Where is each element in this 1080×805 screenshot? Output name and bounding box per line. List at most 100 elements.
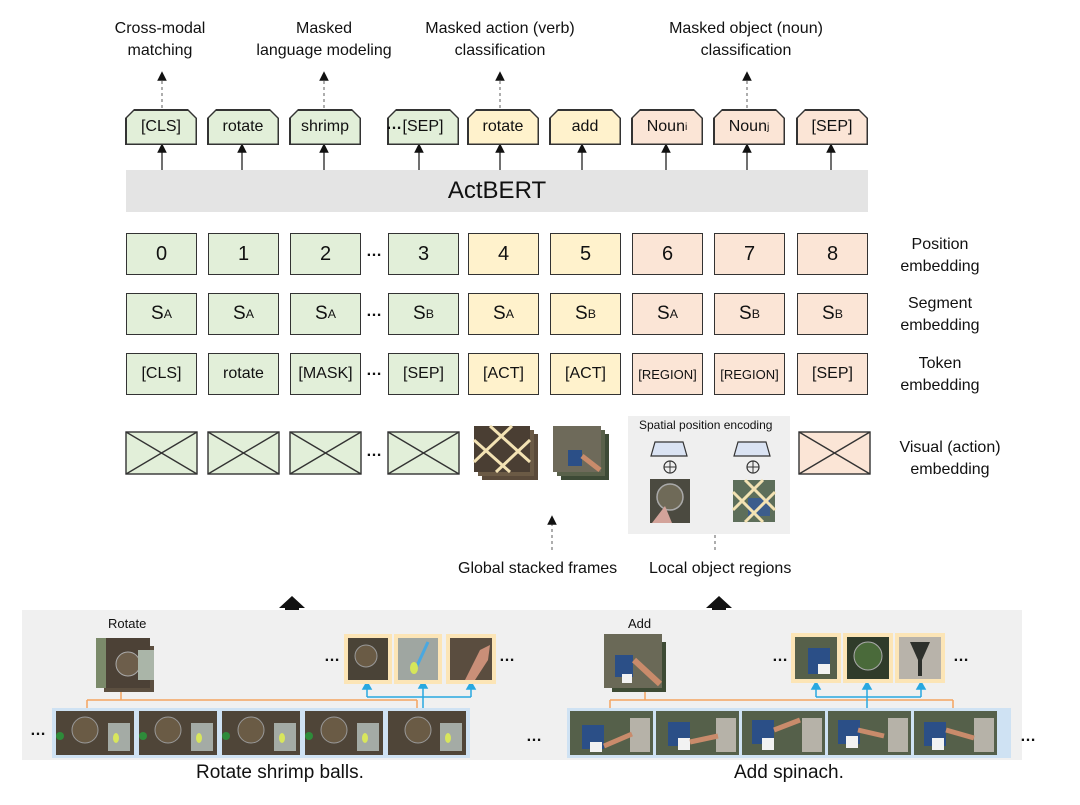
output-token-frame: shrimp [289, 109, 361, 145]
ellipsis: … [499, 648, 515, 665]
token-embedding-cell: [ACT] [550, 353, 621, 395]
token-embedding-cell: [SEP] [388, 353, 459, 395]
output-token-frame: rotate [207, 109, 279, 145]
clip-action-label-rotate: Rotate [108, 616, 147, 631]
frame-strip-left [52, 708, 470, 758]
ellipsis: … [772, 648, 788, 665]
output-token: shrimp [291, 111, 360, 144]
token-embedding-cell: [ACT] [468, 353, 539, 395]
visual-placeholder-box [798, 431, 871, 475]
ellipsis: … [953, 648, 969, 665]
position-embedding-cell: 7 [714, 233, 785, 275]
ellipsis: … [1020, 728, 1036, 745]
frame-strip-right [567, 708, 1011, 758]
global-stacked-frames-add [553, 426, 609, 480]
clip-action-label-add: Add [628, 616, 652, 631]
orange-bracket-left [86, 692, 418, 712]
position-embedding-cell: 6 [632, 233, 703, 275]
position-embedding-cell: 5 [550, 233, 621, 275]
model-name: ActBERT [447, 177, 547, 204]
ellipsis: … [366, 243, 382, 260]
position-embedding-cell: 1 [208, 233, 279, 275]
task-label-line2: classification [454, 42, 546, 59]
task-label-line1: Masked action (verb) [425, 20, 575, 37]
spatial-encoder-left [650, 441, 690, 523]
spatial-encoder-right [731, 441, 777, 524]
clip-caption-rotate: Rotate shrimp balls. [196, 762, 364, 783]
ellipsis: … [324, 648, 340, 665]
clip-caption-add: Add spinach. [734, 762, 844, 783]
task-masked-object-classification: Masked object (noun) classification [669, 18, 823, 62]
token-embedding-cell: rotate [208, 353, 279, 395]
ellipsis: … [30, 722, 46, 739]
output-token: add [551, 111, 620, 144]
token-embedding-cell: [MASK] [290, 353, 361, 395]
visual-placeholder-box [289, 431, 362, 475]
position-embedding-cell: 3 [388, 233, 459, 275]
region-thumbnails-left [344, 634, 496, 684]
task-label-line2: matching [127, 42, 193, 59]
output-token: rotate [209, 111, 278, 144]
global-stacked-frames-rotate [472, 424, 538, 480]
output-token-frame: rotate [467, 109, 539, 145]
ellipsis: … [386, 116, 402, 133]
local-object-regions-label: Local object regions [649, 560, 792, 577]
output-token: rotate [469, 111, 538, 144]
region-thumbnails-right [791, 633, 945, 683]
ellipsis: … [366, 303, 382, 320]
task-label-line1: Masked object (noun) [669, 20, 823, 37]
spatial-position-encoding-label: Spatial position encoding [639, 418, 773, 432]
token-embedding-cell: [SEP] [797, 353, 868, 395]
task-label-line2: classification [700, 42, 792, 59]
global-stacked-frames-label: Global stacked frames [458, 560, 618, 577]
ellipsis: … [366, 443, 382, 460]
blue-connector-right [810, 680, 927, 712]
stacked-frames-rotate-clip [96, 638, 154, 692]
actbert-model-bar: ActBERT [126, 170, 868, 212]
visual-embedding-label: Visual (action)embedding [899, 439, 1001, 478]
position-embedding-cell: 8 [797, 233, 868, 275]
position-embedding-cell: 4 [468, 233, 539, 275]
ellipsis: … [366, 362, 382, 379]
token-embedding-cell: [REGION] [632, 353, 703, 395]
stacked-frames-add-clip [604, 634, 666, 692]
visual-placeholder-box [207, 431, 280, 475]
token-embedding-cell: [CLS] [126, 353, 197, 395]
output-token-frame: [SEP] [387, 109, 459, 145]
task-label-line2: language modeling [256, 42, 392, 59]
blue-connector-left [361, 679, 477, 712]
output-token: [SEP] [389, 111, 458, 144]
output-token-frame: [SEP] [796, 109, 868, 145]
output-token: [SEP] [798, 111, 867, 144]
visual-placeholder-box [387, 431, 460, 475]
position-embedding-cell: 2 [290, 233, 361, 275]
output-token: [CLS] [127, 111, 196, 144]
task-label-line1: Masked [295, 20, 353, 37]
task-masked-language-modeling: Masked language modeling [256, 18, 391, 62]
task-masked-action-classification: Masked action (verb) classification [425, 18, 574, 62]
task-cross-modal-matching: Cross-modal matching [115, 18, 206, 62]
token-embedding-cell: [REGION] [714, 353, 785, 395]
task-label-line1: Cross-modal [114, 20, 206, 37]
visual-placeholder-box [125, 431, 198, 475]
output-token-frame: add [549, 109, 621, 145]
position-embedding-cell: 0 [126, 233, 197, 275]
